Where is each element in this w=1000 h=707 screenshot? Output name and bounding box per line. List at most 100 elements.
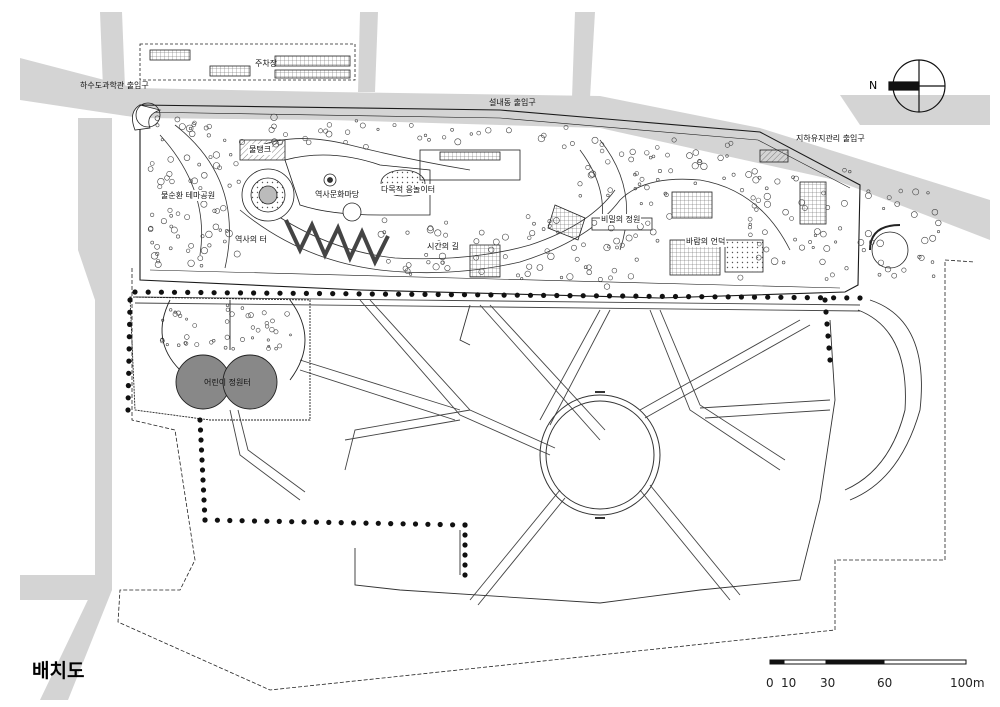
tree-line-dot — [200, 487, 207, 493]
tree-symbol — [169, 178, 175, 185]
tree-symbol — [265, 324, 270, 329]
tree-symbol — [578, 194, 582, 198]
tree-line — [125, 289, 863, 578]
tree-symbol — [270, 113, 278, 121]
tree-symbol — [608, 275, 613, 281]
tree-symbol — [423, 133, 428, 137]
road-main-horizontal — [20, 58, 990, 240]
tree-symbol — [798, 199, 806, 206]
tree-line-dot — [593, 293, 600, 299]
tree-symbol — [212, 208, 217, 213]
tree-symbol — [224, 229, 229, 233]
label-sunken-garden: 바람의 언덕 — [685, 236, 727, 247]
tree-line-dot — [338, 520, 344, 526]
tree-symbol — [147, 166, 154, 172]
tree-symbol — [251, 336, 255, 340]
tree-symbol — [169, 224, 174, 229]
tree-symbol — [167, 156, 174, 163]
tree-symbol — [427, 225, 434, 232]
tree-symbol — [386, 258, 391, 264]
tree-line-dot — [825, 333, 831, 339]
tree-symbol — [501, 233, 509, 241]
tree-line-dot — [554, 292, 560, 299]
tree-symbol — [229, 153, 233, 157]
tree-symbol — [176, 234, 181, 239]
tree-symbol — [752, 176, 760, 184]
tree-symbol — [583, 265, 588, 270]
tree-symbol — [240, 337, 245, 342]
tree-symbol — [912, 188, 920, 196]
tree-symbol — [160, 218, 167, 225]
tree-symbol — [931, 209, 939, 216]
tree-symbol — [359, 122, 366, 129]
tree-line-dot — [276, 518, 282, 525]
tree-symbol — [525, 214, 531, 219]
tree-symbol — [274, 346, 278, 351]
tree-symbol — [302, 135, 308, 142]
tree-symbol — [935, 219, 942, 227]
tree-symbol — [178, 123, 186, 130]
tree-symbol — [438, 252, 447, 260]
tree-line-dot — [201, 497, 207, 503]
tree-symbol — [502, 254, 508, 260]
tree-symbol — [505, 127, 512, 134]
tree-symbol — [197, 162, 201, 167]
tree-line-dot — [699, 294, 705, 300]
tree-symbol — [589, 170, 597, 178]
tree-symbol — [417, 135, 423, 141]
tree-symbol — [644, 150, 650, 156]
tree-symbol — [404, 268, 411, 274]
tree-symbol — [814, 228, 821, 235]
tree-symbol — [150, 252, 159, 260]
tree-line-dot — [437, 521, 443, 528]
tree-symbol — [271, 138, 278, 145]
tree-symbol — [757, 241, 762, 247]
tree-symbol — [186, 248, 191, 253]
north-arrow — [888, 59, 946, 113]
tree-line-dot — [633, 293, 639, 299]
tree-symbol — [264, 321, 269, 326]
tree-line-dot — [725, 294, 731, 300]
tree-symbol — [757, 175, 762, 180]
tree-line-dot — [326, 519, 332, 526]
tree-symbol — [634, 257, 639, 262]
tree-symbol — [655, 238, 660, 243]
tree-symbol — [529, 230, 536, 237]
tree-symbol — [607, 187, 613, 193]
tree-symbol — [820, 230, 827, 238]
tree-line-dot — [844, 295, 850, 301]
tree-symbol — [764, 186, 769, 191]
label-water-tower: 물탱크 — [248, 144, 273, 155]
tree-symbol — [205, 230, 213, 238]
north-letter: N — [869, 79, 878, 92]
tree-symbol — [891, 272, 898, 279]
tree-line-dot — [409, 291, 415, 297]
tree-symbol — [476, 130, 481, 136]
tree-line-dot — [126, 346, 132, 352]
tree-line-dot — [606, 293, 613, 299]
tree-symbol — [591, 136, 599, 144]
tree-line-dot — [826, 345, 832, 351]
tree-symbol — [169, 308, 173, 312]
road-bottom-left — [20, 575, 95, 600]
tree-symbol — [607, 224, 615, 232]
tree-symbol — [377, 230, 385, 238]
tree-line-dot — [201, 507, 208, 513]
tree-symbol — [844, 266, 849, 271]
road-left-vertical — [40, 118, 112, 700]
lower-paths — [134, 296, 861, 606]
lower-site-outline — [354, 299, 922, 604]
tree-symbol — [266, 338, 270, 342]
tree-symbol — [345, 129, 351, 135]
tree-symbol — [918, 254, 925, 261]
tree-line-dot — [412, 521, 419, 527]
tree-symbol — [848, 170, 852, 174]
tree-symbol — [547, 223, 552, 228]
tree-line-dot — [567, 293, 573, 299]
tree-symbol — [791, 175, 795, 180]
label-kids-place: 어린이 정원터 — [204, 378, 251, 387]
tree-line-dot — [239, 518, 245, 524]
tree-symbol — [147, 226, 154, 232]
kids-garden — [129, 296, 311, 421]
tree-symbol — [556, 230, 560, 234]
